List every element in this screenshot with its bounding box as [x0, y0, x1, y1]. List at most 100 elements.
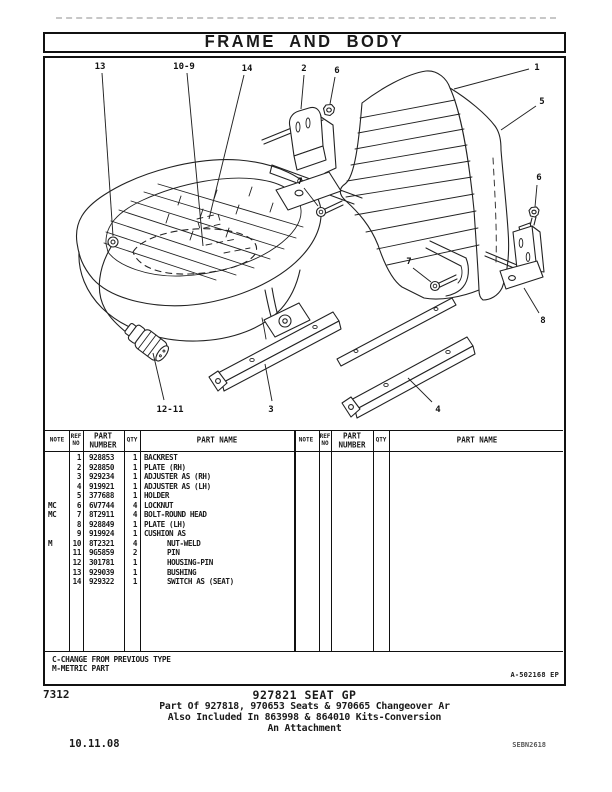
cell-part: 301781 — [89, 557, 115, 567]
cell-note: MC — [48, 510, 57, 520]
cell-qty: 1 — [132, 481, 138, 491]
cell-name: PIN — [167, 548, 180, 558]
callout-label: 2 — [301, 64, 306, 74]
cell-name: SWITCH AS (SEAT) — [167, 577, 234, 587]
assembly-title: 927821 SEAT GP — [252, 688, 357, 702]
cell-note: M — [48, 538, 53, 548]
publication-number: SEBN2618 — [512, 741, 546, 749]
rail-right-illustration — [337, 298, 475, 418]
grid-line — [294, 431, 296, 651]
cell-part: 929234 — [89, 472, 115, 482]
cell-qty: 1 — [132, 557, 138, 567]
cell-ref: 14 — [72, 577, 82, 587]
pivot-link-plate — [264, 288, 310, 337]
callout-leader-line — [524, 288, 539, 313]
publication-date: 10.11.08 — [69, 738, 120, 750]
cell-name: NUT-WELD — [167, 538, 201, 548]
callout-label: 7 — [297, 177, 302, 187]
cell-name: BOLT-ROUND HEAD — [144, 510, 207, 520]
cell-qty: 2 — [132, 548, 138, 558]
cell-name: HOLDER — [144, 491, 170, 501]
cell-ref: 10 — [72, 538, 82, 548]
cell-qty: 1 — [132, 577, 138, 587]
callout-label: 6 — [334, 66, 339, 76]
grid-line — [69, 431, 70, 651]
callout-leader-line — [413, 268, 431, 282]
cell-qty: 1 — [132, 452, 138, 462]
cell-ref: 2 — [76, 462, 82, 472]
cell-part: 919921 — [89, 481, 115, 491]
callout-label: 13 — [95, 62, 106, 72]
callout-label: 7 — [406, 257, 411, 267]
callout-label: 10-9 — [173, 62, 195, 72]
bolt-7-left — [317, 201, 344, 217]
callout-leader-line — [501, 106, 536, 130]
callout-label: 1 — [534, 63, 539, 73]
grid-line — [373, 431, 374, 651]
cell-name: BUSHING — [167, 567, 197, 577]
assembly-description: Part Of 927818, 970653 Seats & 970665 Ch… — [159, 700, 450, 712]
cell-qty: 4 — [132, 500, 138, 510]
cell-part: 929039 — [89, 567, 115, 577]
locknut-left — [324, 105, 335, 116]
cell-part: 8T2321 — [89, 538, 115, 548]
cell-part: 6V7744 — [89, 500, 115, 510]
callout-leader-line — [301, 75, 304, 109]
assembly-description: Also Included In 863998 & 864010 Kits-Co… — [167, 711, 442, 723]
cell-ref: 7 — [76, 510, 82, 520]
parts-table: NOTE REF NO PART NUMBER QTY PART NAME NO… — [45, 430, 563, 652]
cell-ref: 5 — [76, 491, 82, 501]
cell-note: MC — [48, 500, 57, 510]
cell-part: 919924 — [89, 529, 115, 539]
bracket-8-illustration — [485, 217, 544, 289]
cushion-ribs — [104, 184, 303, 280]
cell-ref: 3 — [76, 472, 82, 482]
cell-ref: 1 — [76, 452, 82, 462]
cushion-quilting — [166, 187, 273, 240]
cell-part: 928853 — [89, 452, 115, 462]
callout-label: 6 — [536, 173, 541, 183]
assembly-description: An Attachment — [267, 722, 342, 734]
cell-ref: 6 — [76, 500, 82, 510]
form-number: 7312 — [43, 688, 70, 701]
cell-qty: 4 — [132, 510, 138, 520]
connector-illustration — [121, 319, 172, 365]
cell-ref: 4 — [76, 481, 82, 491]
cell-part: 377688 — [89, 491, 115, 501]
cushion-illustration — [76, 160, 321, 341]
callout-leader-line — [304, 188, 318, 206]
callout-leader-line — [408, 378, 432, 402]
scan-artifact — [56, 17, 556, 19]
callout-leader-line — [153, 353, 164, 400]
callout-leader-line — [330, 77, 335, 104]
grid-line — [331, 431, 332, 651]
callout-label: 8 — [540, 316, 545, 326]
legend-notes: C-CHANGE FROM PREVIOUS TYPE M-METRIC PAR… — [45, 652, 564, 683]
cell-part: 9G5859 — [89, 548, 115, 558]
legend-note-metric: M-METRIC PART — [52, 664, 110, 673]
page-title: FRAME AND BODY — [204, 32, 405, 52]
grid-line — [83, 431, 84, 651]
grid-line — [124, 431, 125, 651]
hidden-harness-outline — [133, 214, 257, 274]
callout-label: 3 — [268, 405, 273, 415]
cell-ref: 8 — [76, 519, 82, 529]
cell-qty: 1 — [132, 567, 138, 577]
table-header: NOTE REF NO PART NUMBER QTY PART NAME NO… — [45, 431, 563, 452]
cell-qty: 1 — [132, 519, 138, 529]
header-note-2: NOTE — [298, 436, 314, 444]
cell-name: CUSHION AS — [144, 529, 186, 539]
callout-label: 5 — [539, 97, 544, 107]
